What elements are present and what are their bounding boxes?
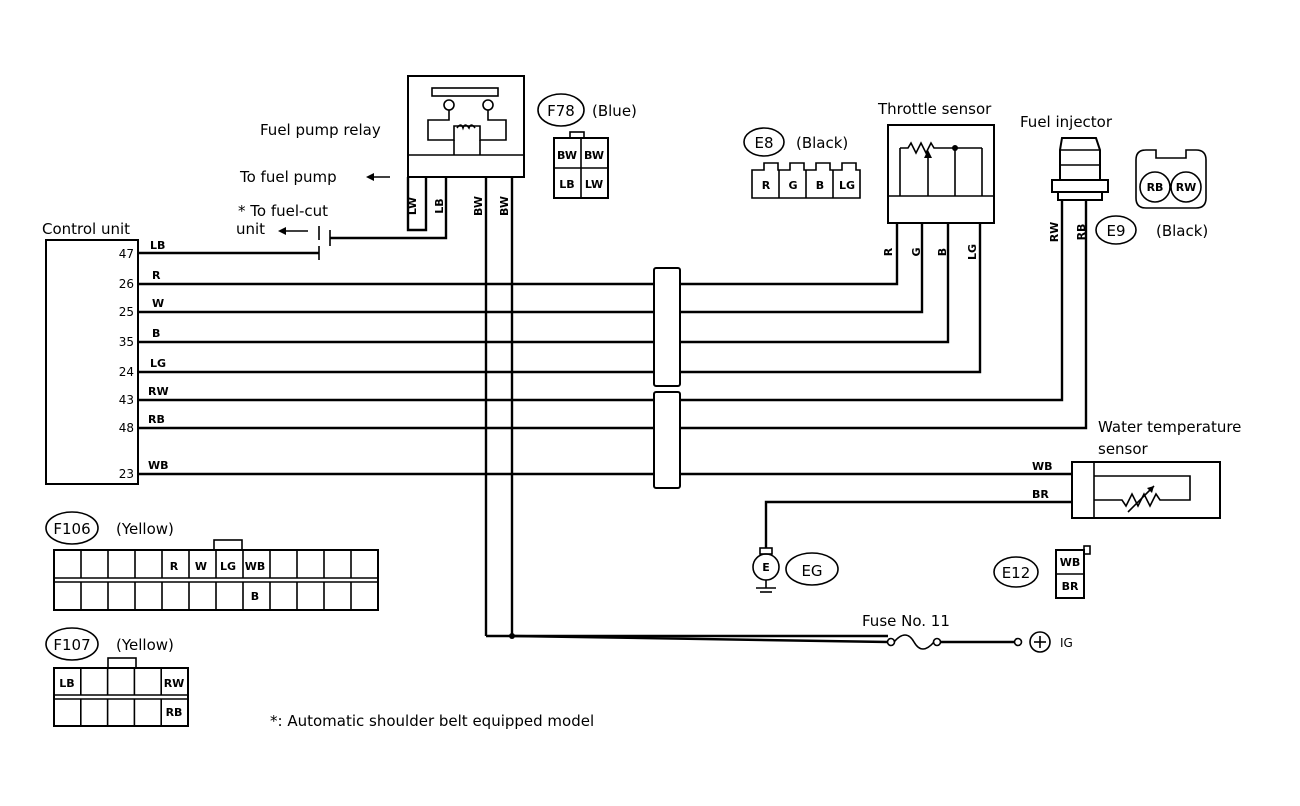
f107-cell-rw: RW: [164, 677, 185, 690]
f107-color: (Yellow): [116, 636, 174, 654]
f106-cell-lg: LG: [220, 560, 236, 573]
wire-lb-label: LB: [150, 239, 165, 252]
wire-w-label: W: [152, 297, 164, 310]
throttle-wire-lg: LG: [966, 244, 979, 260]
e8-id: E8: [754, 134, 773, 152]
pin-24: 24: [119, 365, 134, 379]
e8-cell-3: B: [816, 179, 824, 192]
ground-eg: E EG: [752, 547, 839, 593]
f106-cell-b: B: [251, 590, 259, 603]
f78-id: F78: [547, 102, 575, 120]
fuse-11: IG: [886, 631, 1073, 653]
e12-id: E12: [1002, 564, 1031, 582]
injector-wire-rw: RW: [1048, 222, 1061, 243]
fuse-label: Fuse No. 11: [862, 612, 950, 630]
f78-cell-2: BW: [584, 149, 604, 162]
ground-label: EG: [801, 562, 822, 580]
relay-pin-bw-1: BW: [472, 196, 485, 216]
f107-cell-rb: RB: [166, 706, 183, 719]
f106-cell-wb: WB: [245, 560, 266, 573]
e12-connector: E12 WB BR: [993, 545, 1091, 599]
e8-connector: E8 (Black) R G B LG: [743, 127, 861, 199]
water-temp-sensor: [1071, 461, 1221, 519]
e9-color: (Black): [1156, 222, 1208, 240]
f107-cell-lb: LB: [59, 677, 74, 690]
ig-label: IG: [1060, 636, 1073, 650]
wire-rw-label: RW: [148, 385, 169, 398]
control-unit-label: Control unit: [42, 220, 130, 238]
f106-color: (Yellow): [116, 520, 174, 538]
relay-pin-lw: LW: [406, 197, 419, 215]
water-temp-label-1: Water temperature: [1098, 418, 1241, 436]
e9-cell-1: RB: [1147, 181, 1164, 194]
fuel-injector-label: Fuel injector: [1020, 113, 1113, 131]
throttle-sensor-label: Throttle sensor: [877, 100, 992, 118]
f107-connector: F107 (Yellow): [45, 627, 189, 727]
e8-cell-4: LG: [839, 179, 855, 192]
f78-connector: F78 (Blue) BW BW LB LW: [537, 93, 637, 199]
throttle-wire-g: G: [910, 247, 923, 256]
relay-pin-bw-2: BW: [498, 196, 511, 216]
ground-symbol: E: [762, 561, 770, 574]
pin-23: 23: [119, 467, 134, 481]
wire-b-label: B: [152, 327, 160, 340]
pin-48: 48: [119, 421, 134, 435]
pin-26: 26: [119, 277, 134, 291]
control-unit-box: [45, 239, 139, 485]
control-unit-pins: 47 26 25 35 24 43 48 23 LB R W B LG RW R…: [119, 239, 169, 481]
e9-cell-2: RW: [1176, 181, 1197, 194]
e9-connector: RB RW E9 (Black): [1095, 149, 1208, 245]
pin-47: 47: [119, 247, 134, 261]
to-fuel-cut-unit-label: unit: [236, 220, 265, 238]
relay-pin-lb: LB: [433, 198, 446, 213]
fuel-injector: [1051, 137, 1109, 201]
e9-id: E9: [1106, 222, 1125, 240]
to-fuel-pump-label: To fuel pump: [239, 168, 337, 186]
pin-25: 25: [119, 305, 134, 319]
f78-cell-4: LW: [585, 178, 603, 191]
water-temp-label-2: sensor: [1098, 440, 1149, 458]
throttle-sensor: [887, 124, 995, 224]
to-fuel-cut-label: * To fuel-cut: [238, 202, 328, 220]
e8-color: (Black): [796, 134, 848, 152]
f78-cell-3: LB: [559, 178, 574, 191]
f107-grid: [80, 668, 162, 726]
throttle-wire-r: R: [882, 247, 895, 256]
pin-43: 43: [119, 393, 134, 407]
e12-cell-1: WB: [1060, 556, 1081, 569]
fuel-pump-relay-label: Fuel pump relay: [260, 121, 381, 139]
f78-color: (Blue): [592, 102, 637, 120]
wire-r-label: R: [152, 269, 161, 282]
main-wiring: [138, 200, 1088, 489]
f106-id: F106: [53, 520, 90, 538]
e8-cell-2: G: [788, 179, 797, 192]
water-wire-wb: WB: [1032, 460, 1053, 473]
footnote: *: Automatic shoulder belt equipped mode…: [270, 712, 594, 730]
pin-35: 35: [119, 335, 134, 349]
f106-connector: F106 (Yellow): [45, 511, 379, 611]
wire-lg-label: LG: [150, 357, 166, 370]
wire-wb-label: WB: [148, 459, 169, 472]
wire-rb-label: RB: [148, 413, 165, 426]
throttle-wire-b: B: [936, 248, 949, 256]
f107-id: F107: [53, 636, 90, 654]
fuel-pump-relay: [407, 75, 525, 178]
e8-cell-1: R: [762, 179, 771, 192]
f106-grid: [80, 550, 352, 610]
f78-cell-1: BW: [557, 149, 577, 162]
water-wire-br: BR: [1032, 488, 1049, 501]
f106-cell-r: R: [170, 560, 179, 573]
injector-wire-rb: RB: [1075, 224, 1088, 241]
f106-cell-w: W: [195, 560, 207, 573]
e12-cell-2: BR: [1062, 580, 1079, 593]
